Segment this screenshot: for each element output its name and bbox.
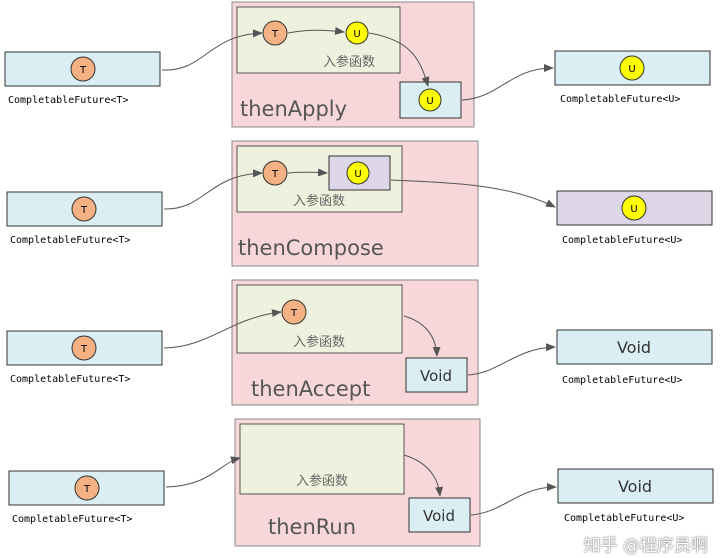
output-type-label: CompletableFuture<U> — [560, 94, 680, 105]
input-type-label: CompletableFuture<T> — [12, 514, 132, 525]
output-future-box — [557, 468, 714, 504]
method-name: thenAccept — [251, 377, 370, 401]
flow-arrow — [470, 483, 557, 516]
void-output-label: Void — [618, 477, 652, 496]
flow-arrow — [287, 168, 328, 177]
u-node — [621, 195, 647, 221]
row-then-apply: T CompletableFuture<T> T U 入参函数 U thenAp… — [4, 1, 711, 128]
flow-arrow — [161, 29, 263, 71]
flow-arrow — [163, 309, 282, 349]
input-type-label: CompletableFuture<T> — [10, 374, 130, 385]
method-name: thenApply — [240, 97, 347, 121]
input-function-box — [239, 423, 405, 495]
u-node-label: U — [426, 96, 433, 107]
u-node — [346, 161, 370, 185]
void-result-box — [408, 497, 471, 533]
flow-arrow — [165, 456, 241, 488]
output-type-label: CompletableFuture<U> — [564, 513, 684, 524]
t-node — [74, 475, 100, 501]
flow-arrow — [403, 315, 441, 357]
t-node-label: T — [271, 169, 279, 180]
void-result-label: Void — [423, 507, 455, 525]
t-node-label: T — [80, 344, 88, 355]
input-function-label: 入参函数 — [293, 334, 345, 350]
void-result-label: Void — [420, 367, 452, 385]
t-node — [71, 196, 97, 222]
input-function-box — [236, 6, 401, 74]
t-node-label: T — [83, 484, 91, 495]
void-result-box — [405, 357, 468, 393]
t-node-label: T — [79, 65, 87, 76]
row-then-compose: T CompletableFuture<T> T U 入参函数 thenComp… — [6, 140, 713, 267]
method-name: thenCompose — [238, 236, 384, 260]
u-node — [619, 55, 645, 81]
u-node — [345, 21, 369, 45]
t-node-label: T — [290, 308, 298, 319]
u-node-label: U — [354, 169, 361, 180]
flow-arrow — [461, 64, 554, 101]
t-node — [71, 335, 97, 361]
flow-arrow — [368, 32, 430, 87]
input-function-label: 入参函数 — [296, 473, 348, 489]
flow-arrow — [287, 26, 345, 35]
t-node — [281, 299, 307, 325]
result-box — [399, 81, 462, 119]
method-name: thenRun — [268, 515, 356, 539]
u-node-label: U — [628, 64, 635, 75]
output-type-label: CompletableFuture<U> — [562, 375, 682, 386]
t-node-label: T — [80, 205, 88, 216]
t-node — [70, 56, 96, 82]
flow-arrow — [467, 343, 556, 376]
input-type-label: CompletableFuture<T> — [10, 235, 130, 246]
output-future-box — [556, 329, 713, 365]
void-output-label: Void — [617, 338, 651, 357]
output-type-label: CompletableFuture<U> — [562, 235, 682, 246]
u-node-label: U — [630, 204, 637, 215]
t-node — [262, 160, 288, 186]
input-function-label: 入参函数 — [323, 54, 375, 70]
u-node-label: U — [353, 29, 360, 40]
row-then-accept: T CompletableFuture<T> T 入参函数 Void thenA… — [6, 279, 713, 406]
input-type-label: CompletableFuture<T> — [8, 95, 128, 106]
u-node — [418, 88, 442, 112]
watermark: 知乎 @程序员啊 — [583, 536, 708, 556]
t-node-label: T — [271, 29, 279, 40]
input-function-label: 入参函数 — [293, 193, 345, 209]
row-then-run: T CompletableFuture<T> 入参函数 Void thenRun… — [8, 418, 714, 547]
flow-arrow — [390, 179, 556, 208]
input-function-box — [236, 284, 403, 354]
t-node — [262, 20, 288, 46]
flow-arrow — [403, 454, 444, 497]
flow-arrow — [163, 169, 263, 210]
